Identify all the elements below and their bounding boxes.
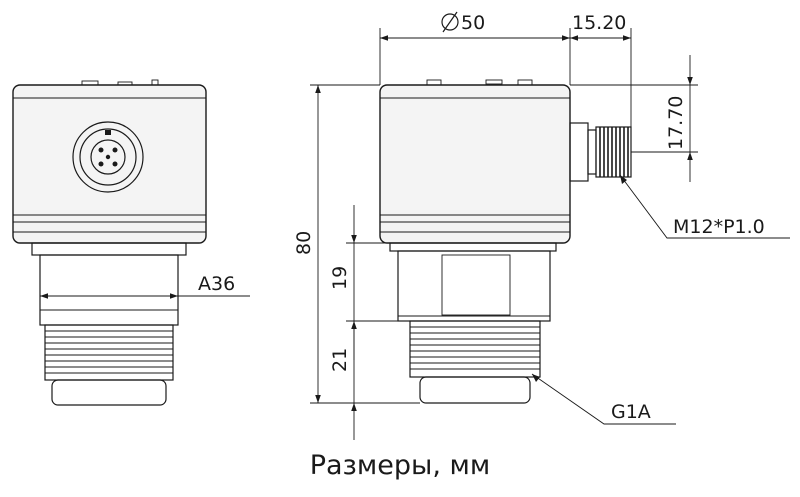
diameter-symbol — [441, 11, 459, 33]
connector-front — [72, 121, 144, 193]
front-view: A36 — [12, 79, 250, 406]
connector-offset-label: 15.20 — [572, 12, 626, 34]
total-height-label: 80 — [293, 231, 315, 255]
side-view — [379, 79, 632, 404]
connector-height-label: 17.70 — [665, 96, 687, 150]
diameter-label: 50 — [461, 12, 485, 34]
process-thread-label: G1A — [611, 401, 651, 423]
dimensions: 50 15.20 17.70 M12*P1.0 80 19 21 — [293, 11, 790, 440]
connector-side — [569, 122, 632, 182]
thread-front — [44, 324, 174, 381]
wrench-size-label: A36 — [198, 273, 235, 295]
hex-height-label: 19 — [329, 266, 351, 290]
thread-side — [409, 320, 541, 378]
figure-caption: Размеры, мм — [309, 450, 491, 481]
dimension-drawing: A36 — [12, 11, 790, 440]
connector-thread-label: M12*P1.0 — [673, 216, 765, 238]
thread-height-label: 21 — [329, 348, 351, 372]
housing-front — [12, 84, 207, 244]
housing-side — [379, 84, 571, 244]
